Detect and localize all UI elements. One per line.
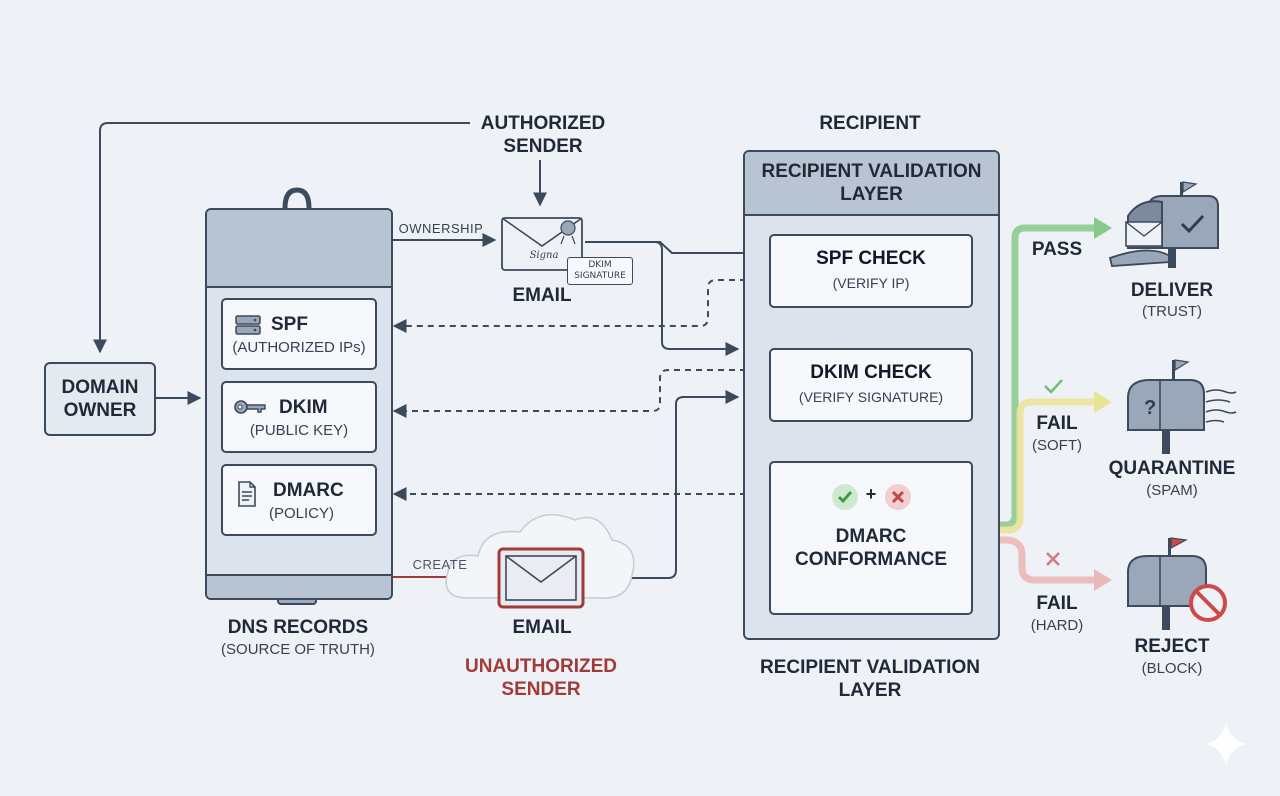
spf-record-name: SPF	[271, 314, 308, 335]
ownership-label: OWNERSHIP	[398, 221, 484, 236]
spf-check-title: SPF CHECK	[816, 248, 926, 269]
dkim-lookup-line	[392, 369, 768, 418]
authorized-sender-label: AUTHORIZED SENDER	[480, 113, 606, 157]
recipient-validation-header: RECIPIENT VALIDATION LAYER	[745, 152, 998, 216]
dmarc-record-card: DMARC (POLICY)	[221, 464, 377, 536]
spf-record-card: SPF (AUTHORIZED IPs)	[221, 298, 377, 370]
pass-check-icon	[832, 484, 858, 510]
domain-owner-box: DOMAIN OWNER	[44, 362, 156, 436]
sparkle-icon	[1206, 722, 1246, 766]
spf-check-subtitle: (VERIFY IP)	[832, 275, 910, 291]
soft-fail-path-sublabel: (SOFT)	[1032, 437, 1082, 454]
dkim-check-card: DKIM CHECK (VERIFY SIGNATURE)	[769, 348, 973, 422]
deliver-subtitle: (TRUST)	[1142, 303, 1202, 320]
quarantine-title: QUARANTINE	[1108, 458, 1236, 479]
email-authorized-label: EMAIL	[512, 285, 572, 306]
envelope-icon-authorized	[501, 217, 583, 271]
dkim-signature-tag: DKIM SIGNATURE	[567, 257, 633, 285]
dkim-record-card: DKIM (PUBLIC KEY)	[221, 381, 377, 453]
recipient-bottom-label: RECIPIENT VALIDATION LAYER	[760, 657, 980, 701]
spf-check-card: SPF CHECK (VERIFY IP)	[769, 234, 973, 308]
email-unauthorized-label: EMAIL	[512, 617, 572, 638]
dns-records-subtitle: (SOURCE OF TRUTH)	[221, 641, 375, 658]
mailbox-quarantine-icon: ?	[1127, 359, 1237, 454]
dmarc-record-detail: (POLICY)	[269, 505, 335, 522]
hard-fail-path-sublabel: (HARD)	[1030, 617, 1084, 634]
deliver-title: DELIVER	[1130, 280, 1214, 301]
owner-loop-line	[93, 122, 470, 354]
hard-fail-path-label: FAIL	[1036, 593, 1078, 614]
hard-fail-path	[972, 536, 1100, 584]
svg-text:?: ?	[1144, 397, 1156, 419]
email-to-spf-line	[585, 241, 762, 260]
reject-subtitle: (BLOCK)	[1141, 660, 1203, 677]
pass-path-label: PASS	[1031, 239, 1083, 260]
soft-fail-path	[972, 398, 1100, 534]
mailbox-deliver-icon	[1108, 181, 1219, 268]
spf-lookup-line	[392, 279, 768, 333]
email-to-dkim-line	[585, 241, 740, 356]
document-icon	[238, 481, 256, 507]
dmarc-record-name: DMARC	[273, 480, 344, 501]
spf-record-detail: (AUTHORIZED IPs)	[232, 339, 366, 356]
dkim-record-detail: (PUBLIC KEY)	[249, 422, 349, 439]
dmarc-conformance-title: DMARC CONFORMANCE	[795, 526, 947, 570]
dkim-check-title: DKIM CHECK	[810, 362, 932, 383]
mailbox-reject-icon	[1127, 537, 1227, 630]
unauth-to-dkim-line	[590, 390, 740, 579]
pass-path	[972, 224, 1100, 529]
soft-fail-path-label: FAIL	[1036, 413, 1078, 434]
unauthorized-sender-label: UNAUTHORIZED SENDER	[465, 656, 617, 700]
quarantine-subtitle: (SPAM)	[1146, 482, 1198, 499]
dmarc-plus-symbol: +	[865, 484, 877, 504]
reject-title: REJECT	[1134, 636, 1210, 657]
fail-x-icon	[885, 484, 911, 510]
dns-records-title: DNS RECORDS	[227, 617, 369, 638]
recipient-top-label: RECIPIENT	[819, 113, 921, 134]
key-icon	[234, 400, 266, 414]
dkim-check-subtitle: (VERIFY SIGNATURE)	[798, 389, 944, 405]
hard-fail-x-icon	[1046, 552, 1060, 566]
dns-records-panel: SPF (AUTHORIZED IPs) DKIM (PUBLIC KEY) D…	[205, 208, 393, 600]
recipient-validation-panel: RECIPIENT VALIDATION LAYER SPF CHECK (VE…	[743, 150, 1000, 640]
create-label: CREATE	[412, 557, 468, 572]
signature-script: Signa	[529, 250, 559, 261]
domain-owner-label: DOMAIN OWNER	[61, 377, 139, 421]
dmarc-conformance-card: + DMARC CONFORMANCE	[769, 461, 973, 615]
soft-fail-check-icon	[1044, 379, 1063, 394]
dkim-record-name: DKIM	[279, 397, 328, 418]
server-icon	[235, 315, 261, 335]
dns-panel-header	[207, 210, 391, 288]
recipient-validation-header-label: RECIPIENT VALIDATION LAYER	[761, 161, 982, 205]
dns-panel-footer	[207, 574, 391, 598]
envelope-icon-unauthorized	[497, 547, 585, 609]
